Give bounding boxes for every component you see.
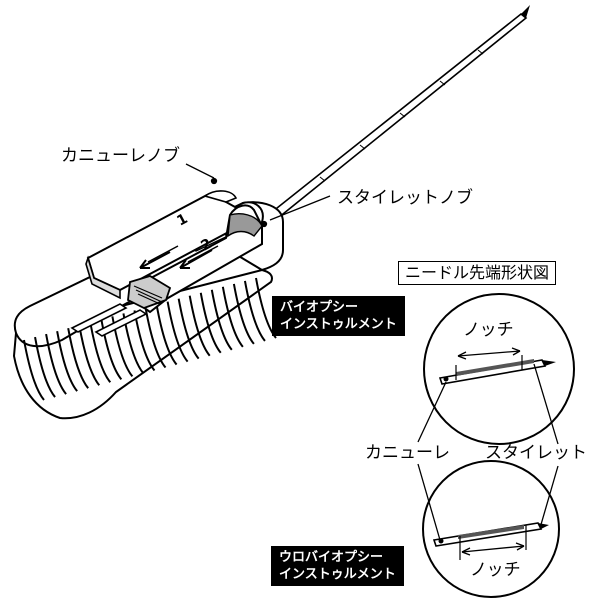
label-cannula-knob: カニューレノブ [61, 146, 180, 166]
handle-rib [188, 295, 211, 357]
label-stylet: スタイレット [485, 443, 587, 463]
stylet-knob [127, 204, 263, 314]
circle-leader-lines [417, 363, 559, 541]
tag-biopsy-instrument: バイオプシー インストゥルメント [272, 296, 405, 336]
handle-rib [67, 328, 89, 389]
handle-rib [243, 280, 266, 342]
handle-rib [23, 339, 45, 401]
label-cannula: カニューレ [365, 443, 450, 463]
handle-rib [89, 322, 112, 383]
label-notch-top: ノッチ [463, 320, 514, 340]
label-tip-shape-title: ニードル先端形状図 [398, 261, 557, 285]
tip-detail-circle-uro-biopsy [422, 460, 560, 598]
handle-rib [34, 336, 56, 398]
label-notch-bottom: ノッチ [470, 560, 521, 580]
needle [270, 5, 530, 220]
tag-uro-biopsy-instrument: ウロバイオプシー インストゥルメント [271, 546, 404, 586]
handle-rib [221, 286, 244, 348]
tag-biopsy-line1: バイオプシー [280, 300, 359, 315]
tag-biopsy-line2: インストゥルメント [280, 317, 397, 332]
handle-rib [210, 289, 233, 351]
leader-lines [185, 163, 331, 228]
tag-uro-biopsy-line2: インストゥルメント [279, 567, 396, 582]
handle-rib [177, 298, 200, 360]
tag-uro-biopsy-line1: ウロバイオプシー [279, 550, 384, 565]
label-stylet-knob: スタイレットノブ [337, 188, 473, 208]
handle-rib [199, 292, 222, 354]
handle-rib [155, 304, 178, 366]
handle-rib [56, 330, 78, 392]
handle-rib [45, 333, 67, 395]
handle-rib [232, 283, 255, 345]
tip-detail-circle-biopsy [423, 293, 575, 445]
handle-rib [166, 301, 189, 363]
handle-rib [100, 319, 123, 380]
